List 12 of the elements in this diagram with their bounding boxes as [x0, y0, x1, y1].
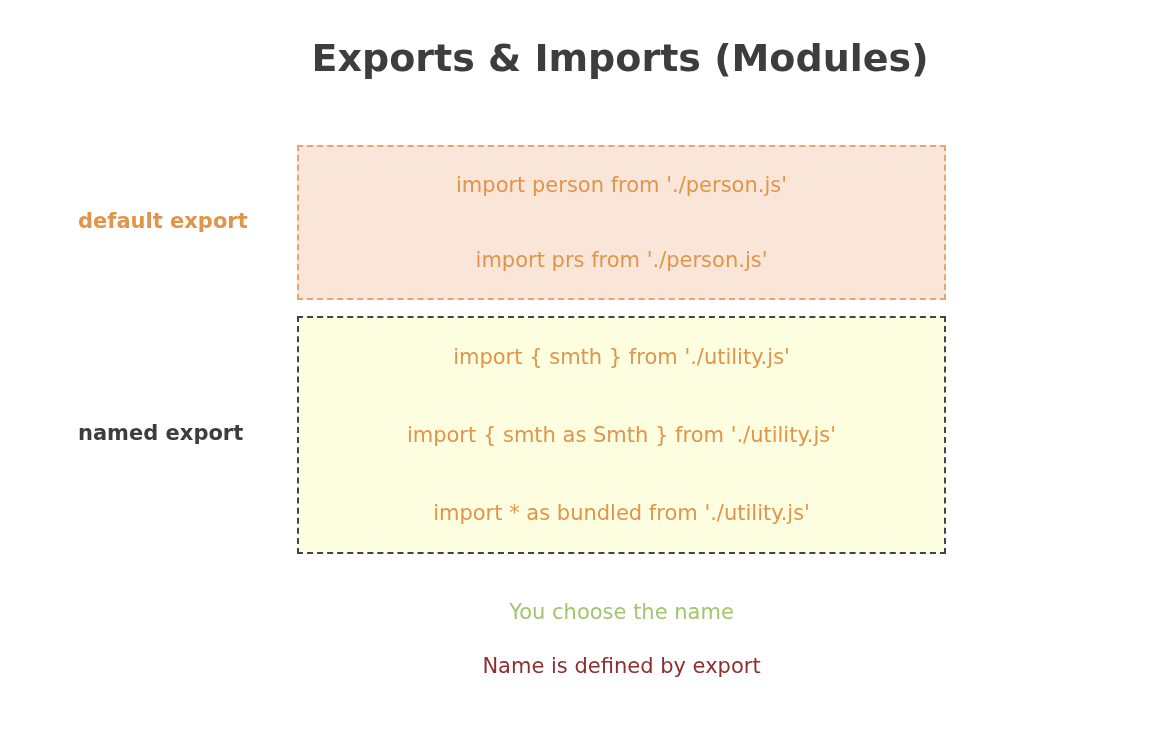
code-line: import prs from './person.js': [475, 248, 768, 273]
legend-text: You choose the name: [508, 600, 735, 624]
import-group-box: [297, 145, 946, 300]
code-line: import * as bundled from './utility.js': [433, 501, 810, 525]
code-line: import person from './person.js': [456, 172, 787, 197]
code-line: import { smth as Smth } from './utility.js': [406, 423, 837, 447]
import-group-box: [297, 316, 946, 554]
group-label: named export: [78, 421, 244, 445]
code-line: import { smth } from './utility.js': [453, 345, 790, 369]
legend-text: Name is defined by export: [481, 654, 762, 678]
group-label: default export: [78, 208, 248, 233]
diagram-title: Exports & Imports (Modules): [310, 36, 930, 80]
